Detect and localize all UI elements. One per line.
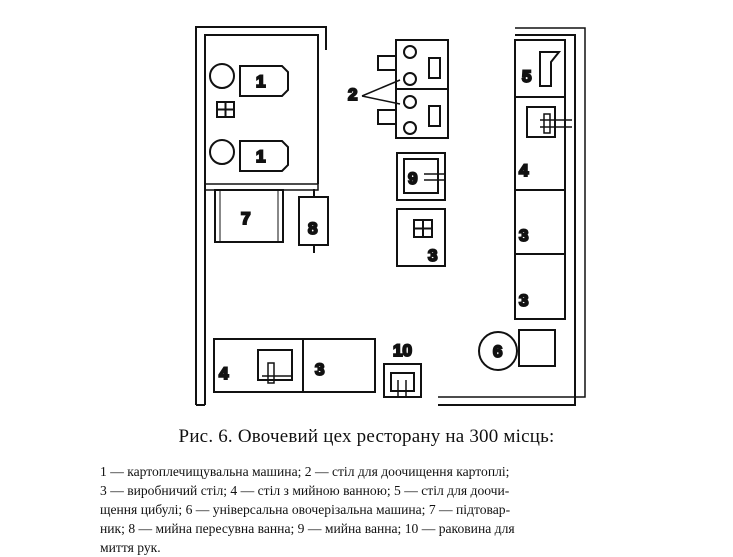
- mobile-washing-tub: 8: [298, 189, 329, 253]
- vegetable-cutter: 6: [478, 329, 556, 371]
- label-2: 2: [348, 85, 357, 104]
- label-7: 7: [241, 209, 250, 228]
- legend-line: ник; 8 — мийна пересувна ванна; 9 — мийн…: [100, 521, 515, 536]
- label-3-bottom: 3: [315, 360, 324, 379]
- potato-peeler-machine-1: 1: [209, 63, 289, 118]
- label-9: 9: [408, 169, 417, 188]
- floor-plan: 1 1 7 8 2 9: [195, 26, 586, 406]
- legend-line: миття рук.: [100, 540, 161, 555]
- potato-finishing-tables: 2: [347, 39, 449, 139]
- legend-line: 1 — картоплечищувальна машина; 2 — стіл …: [100, 464, 510, 479]
- label-1-top: 1: [256, 72, 265, 91]
- bottom-tables: 4 3: [213, 338, 376, 393]
- legend-line: 3 — виробничий стіл; 4 — стіл з мийною в…: [100, 483, 510, 498]
- label-1-bottom: 1: [256, 147, 265, 166]
- potato-peeler-machine-2: 1: [209, 139, 289, 172]
- figure-caption: Рис. 6. Овочевий цех ресторану на 300 мі…: [178, 426, 555, 447]
- label-6: 6: [493, 342, 502, 361]
- production-table-middle: 3: [396, 208, 446, 267]
- label-10: 10: [393, 341, 412, 360]
- label-8: 8: [308, 219, 317, 238]
- hand-wash-sink: 10: [383, 340, 422, 398]
- label-3-middle: 3: [428, 246, 437, 265]
- label-3-right-a: 3: [519, 226, 528, 245]
- label-4-right: 4: [519, 161, 529, 180]
- washing-tub: 9: [396, 152, 446, 201]
- legend-line: щення цибулі; 6 — універсальна овочеріза…: [100, 502, 511, 517]
- label-5: 5: [522, 67, 531, 86]
- figure-legend: 1 — картоплечищувальна машина; 2 — стіл …: [100, 462, 672, 557]
- pallet: 7: [214, 189, 284, 243]
- label-4-bottom: 4: [219, 364, 229, 383]
- label-3-right-b: 3: [519, 291, 528, 310]
- right-tables-column: 5 4 3 3: [514, 39, 572, 320]
